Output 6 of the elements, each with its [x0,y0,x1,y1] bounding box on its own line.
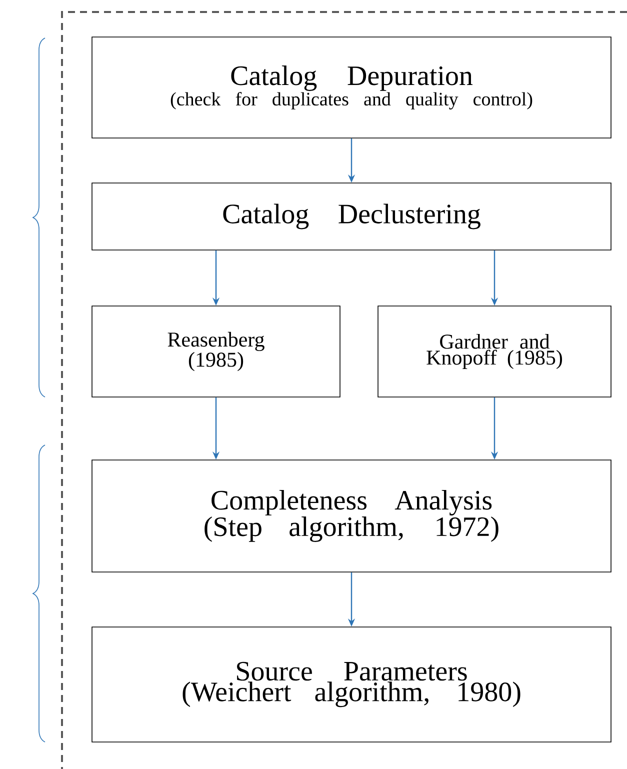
process-box: Catalog Declustering [92,182,612,250]
process-box: Completeness Analysis (Step algorithm, 1972) [92,460,612,572]
process-box: Source Parameters (Weichert algorithm, 1980) [92,626,612,742]
process-box: Catalog Depuration (check for duplicates and quality control) [92,36,612,138]
process-box: Reasenberg (1985) [92,306,340,398]
process-box: Gardner and Knopoff (1985) [378,306,612,398]
